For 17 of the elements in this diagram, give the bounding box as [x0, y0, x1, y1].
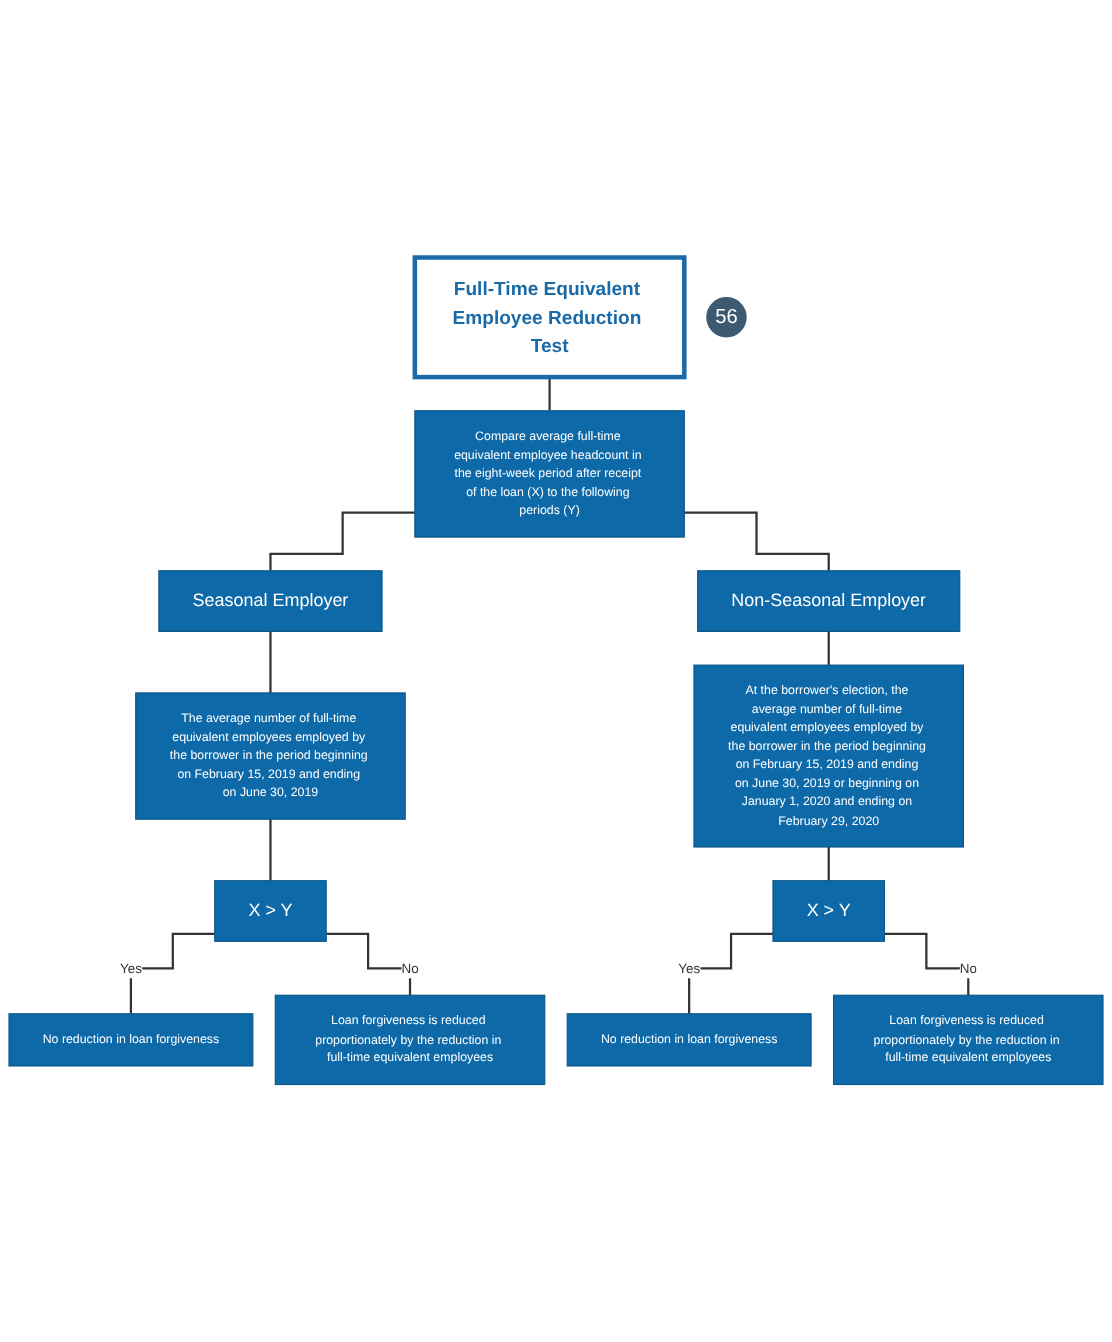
connector	[684, 511, 830, 572]
connector	[548, 375, 551, 412]
node-box: Non-Seasonal Employer	[697, 570, 961, 632]
connector	[688, 932, 773, 1015]
connector	[827, 630, 830, 667]
connector	[269, 511, 415, 572]
node-box: Full-Time Equivalent Employee Reduction Test	[412, 255, 687, 380]
connector	[269, 818, 272, 882]
node-circle: 56	[706, 297, 747, 338]
node-box: Seasonal Employer	[158, 570, 383, 632]
node-box: X > Y	[214, 880, 327, 942]
connector	[884, 932, 970, 997]
node-box: X > Y	[772, 880, 885, 942]
connector	[269, 630, 272, 695]
connector	[129, 932, 215, 1015]
connector	[326, 932, 412, 997]
connector	[827, 845, 830, 882]
